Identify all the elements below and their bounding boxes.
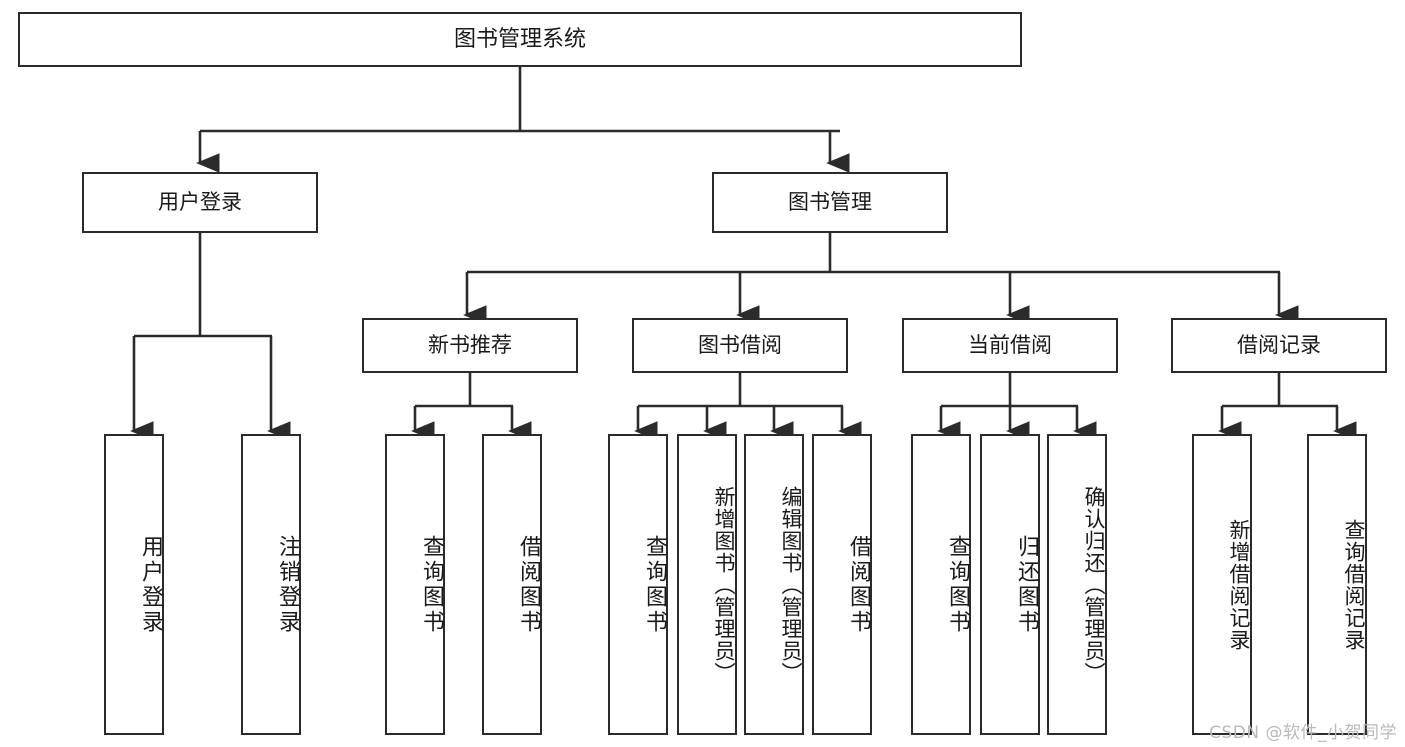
leaf-edit-book-admin-label: 编辑图书（管理员）: [779, 485, 803, 684]
node-user-login-label: 用户登录: [158, 190, 242, 215]
leaf-add-borrow-record-label: 新增借阅记录: [1227, 518, 1251, 651]
leaf-query-book-current-label: 查询图书: [945, 534, 970, 635]
leaf-query-book-recommend-label: 查询图书: [419, 534, 444, 635]
node-new-book-recommend-label: 新书推荐: [428, 333, 512, 358]
node-current-borrow-label: 当前借阅: [968, 333, 1052, 358]
node-root-label: 图书管理系统: [453, 26, 586, 52]
node-book-borrow-label: 图书借阅: [698, 333, 782, 358]
leaf-edit-book-admin[interactable]: 编辑图书（管理员）: [744, 434, 804, 735]
leaf-borrow-book-recommend-label: 借阅图书: [516, 534, 541, 635]
leaf-query-book[interactable]: 查询图书: [608, 434, 668, 735]
leaf-return-book-label: 归还图书: [1014, 534, 1039, 635]
leaf-query-borrow-record[interactable]: 查询借阅记录: [1307, 434, 1367, 735]
node-current-borrow[interactable]: 当前借阅: [902, 318, 1118, 373]
leaf-return-book[interactable]: 归还图书: [980, 434, 1040, 735]
leaf-borrow-book-label: 借阅图书: [846, 534, 871, 635]
node-user-login[interactable]: 用户登录: [82, 172, 318, 233]
leaf-user-login-label: 用户登录: [138, 534, 163, 635]
node-borrow-record-label: 借阅记录: [1237, 333, 1321, 358]
node-book-management-label: 图书管理: [788, 190, 872, 215]
leaf-confirm-return-admin-label: 确认归还（管理员）: [1082, 485, 1106, 684]
leaf-borrow-book[interactable]: 借阅图书: [812, 434, 872, 735]
node-borrow-record[interactable]: 借阅记录: [1171, 318, 1387, 373]
node-book-management[interactable]: 图书管理: [712, 172, 948, 233]
csdn-watermark: CSDN @软件_小贺同学: [1209, 723, 1397, 743]
leaf-add-book-admin[interactable]: 新增图书（管理员）: [677, 434, 737, 735]
leaf-user-login[interactable]: 用户登录: [104, 434, 164, 735]
leaf-query-borrow-record-label: 查询借阅记录: [1342, 518, 1366, 651]
leaf-logout-label: 注销登录: [275, 534, 300, 635]
leaf-query-book-recommend[interactable]: 查询图书: [385, 434, 445, 735]
node-new-book-recommend[interactable]: 新书推荐: [362, 318, 578, 373]
node-book-borrow[interactable]: 图书借阅: [632, 318, 848, 373]
leaf-query-book-current[interactable]: 查询图书: [911, 434, 971, 735]
leaf-logout[interactable]: 注销登录: [241, 434, 301, 735]
leaf-borrow-book-recommend[interactable]: 借阅图书: [482, 434, 542, 735]
leaf-add-borrow-record[interactable]: 新增借阅记录: [1192, 434, 1252, 735]
node-root-system[interactable]: 图书管理系统: [18, 12, 1022, 67]
leaf-confirm-return-admin[interactable]: 确认归还（管理员）: [1047, 434, 1107, 735]
leaf-add-book-admin-label: 新增图书（管理员）: [712, 485, 736, 684]
leaf-query-book-label: 查询图书: [642, 534, 667, 635]
